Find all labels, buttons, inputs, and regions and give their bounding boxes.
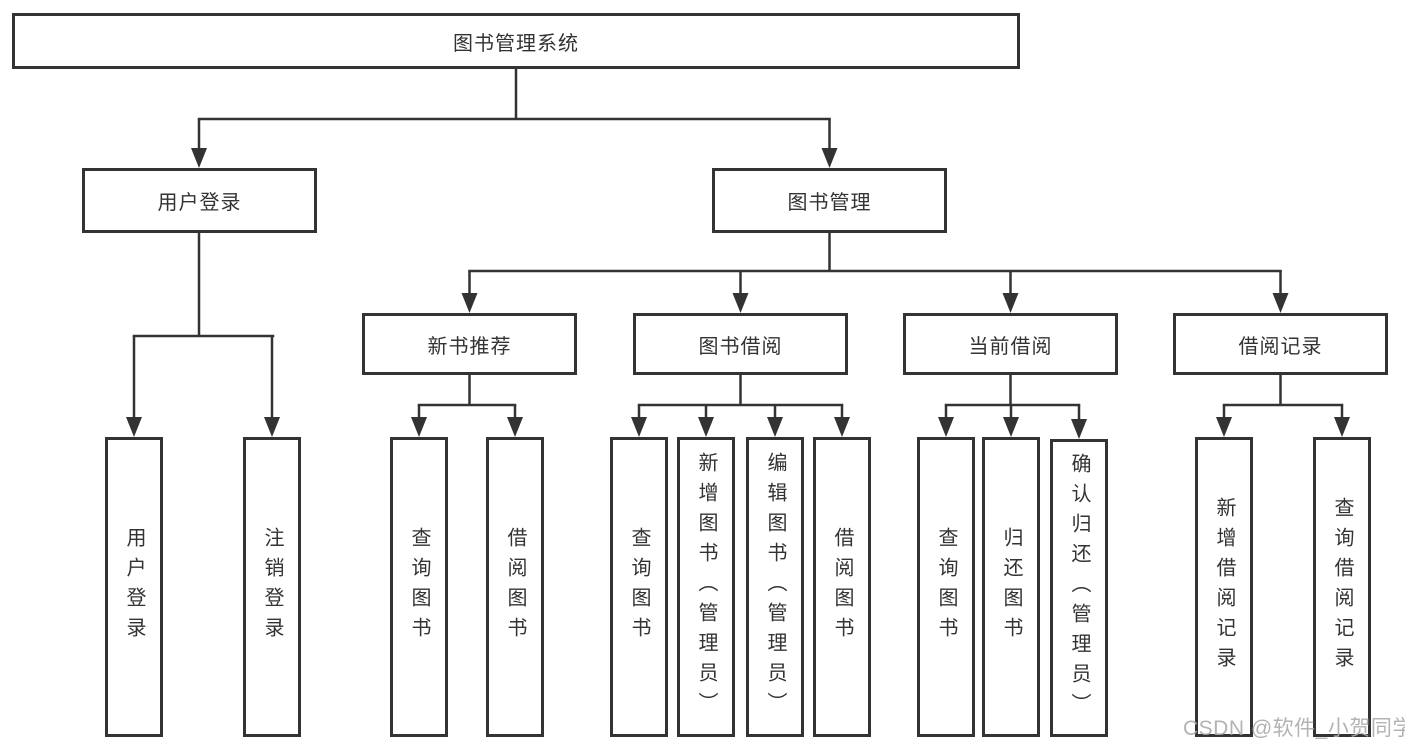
node-leaf-search-books-current: 查询图书 [917, 437, 975, 737]
node-book-borrowing: 图书借阅 [633, 313, 848, 375]
node-label: 借阅图书 [504, 527, 526, 647]
node-leaf-add-book-admin: 新增图书（管理员） [677, 437, 735, 737]
node-label: 查询借阅记录 [1331, 497, 1353, 677]
node-label: 查询图书 [628, 527, 650, 647]
node-current-borrowing: 当前借阅 [903, 313, 1118, 375]
watermark: CSDN @软件_小贺同学 [1183, 717, 1405, 740]
node-label: 用户登录 [157, 192, 242, 214]
node-leaf-borrow-books-recommend: 借阅图书 [486, 437, 544, 737]
node-label: 当前借阅 [968, 335, 1053, 358]
node-leaf-search-borrow-record: 查询借阅记录 [1313, 437, 1371, 737]
node-label: 查询图书 [935, 527, 957, 647]
node-label: 编辑图书（管理员） [764, 452, 786, 722]
node-label: 注销登录 [261, 527, 283, 647]
node-leaf-borrow-books: 借阅图书 [813, 437, 871, 737]
node-label: 借阅记录 [1238, 335, 1323, 358]
node-leaf-add-borrow-record: 新增借阅记录 [1195, 437, 1253, 737]
node-root-label: 图书管理系统 [453, 32, 579, 55]
node-root: 图书管理系统 [12, 13, 1020, 69]
node-label: 确认归还（管理员） [1068, 453, 1090, 723]
node-label: 图书借阅 [698, 335, 783, 358]
node-leaf-logout: 注销登录 [243, 437, 301, 737]
node-user-login-branch: 用户登录 [82, 168, 317, 233]
node-leaf-confirm-return-admin: 确认归还（管理员） [1050, 439, 1108, 737]
node-label: 图书管理 [787, 192, 872, 214]
node-leaf-user-login: 用户登录 [105, 437, 163, 737]
node-leaf-search-books-recommend: 查询图书 [390, 437, 448, 737]
node-leaf-search-books-borrowing: 查询图书 [610, 437, 668, 737]
node-label: 查询图书 [408, 527, 430, 647]
node-label: 新增图书（管理员） [695, 452, 717, 722]
node-label: 新书推荐 [427, 335, 512, 358]
node-leaf-edit-book-admin: 编辑图书（管理员） [746, 437, 804, 737]
node-label: 归还图书 [1000, 527, 1022, 647]
node-label: 新增借阅记录 [1213, 497, 1235, 677]
node-label: 借阅图书 [831, 527, 853, 647]
node-borrow-records: 借阅记录 [1173, 313, 1388, 375]
node-new-book-recommend: 新书推荐 [362, 313, 577, 375]
node-book-management: 图书管理 [712, 168, 947, 233]
node-label: 用户登录 [123, 527, 145, 647]
node-leaf-return-book: 归还图书 [982, 437, 1040, 737]
